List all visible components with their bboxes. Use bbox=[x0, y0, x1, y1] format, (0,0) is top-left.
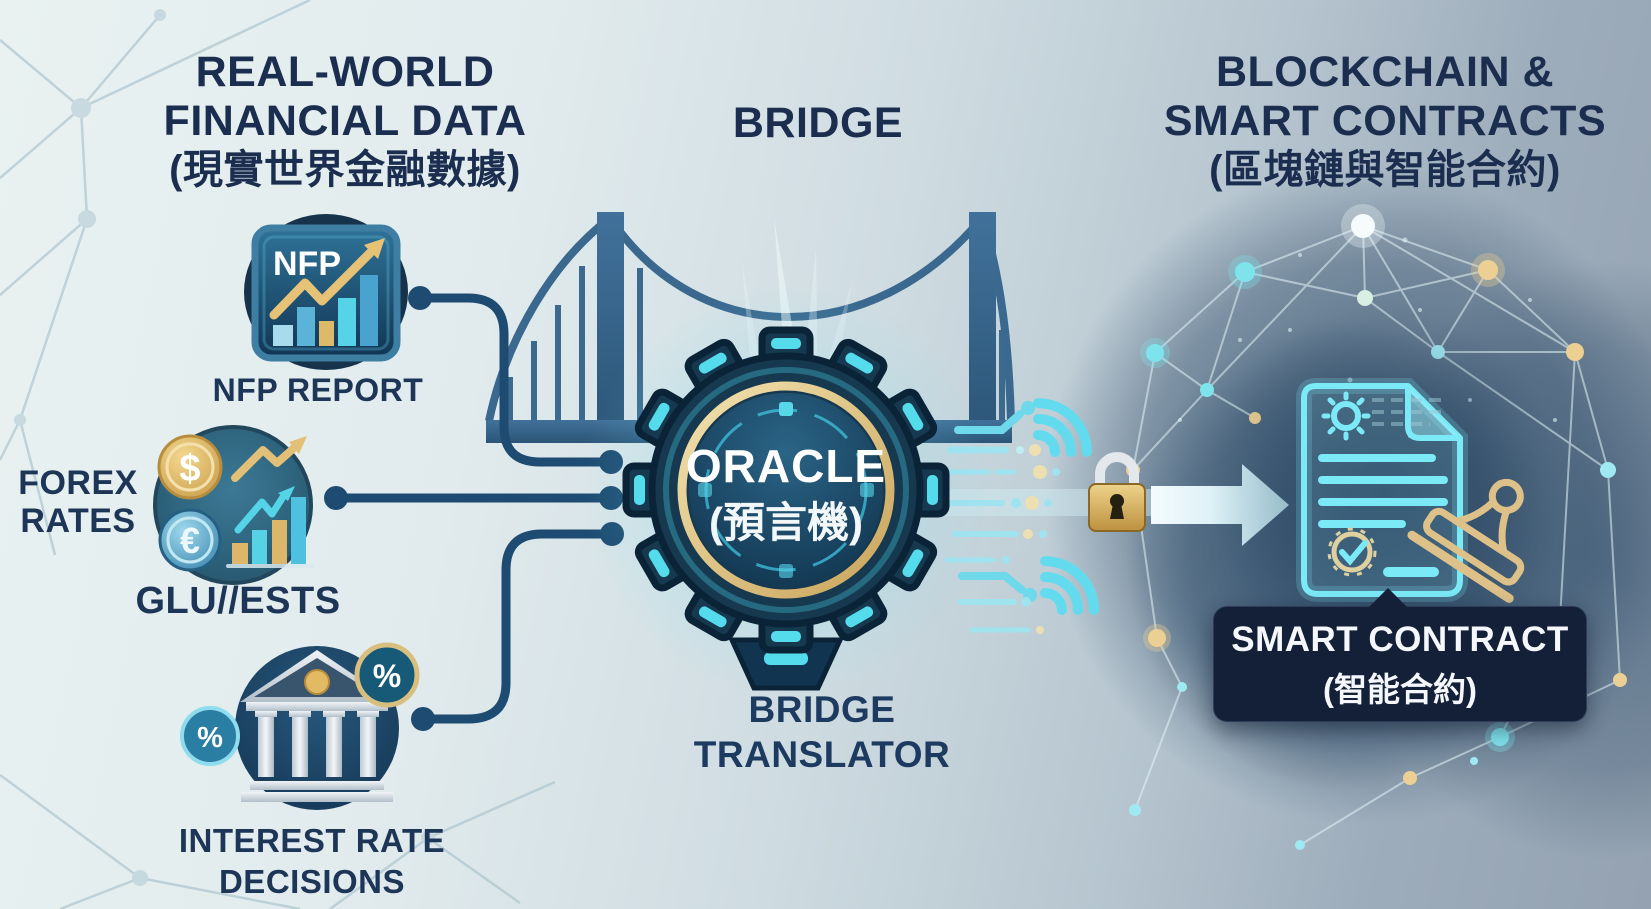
badge-title-zh: (智能合約) bbox=[1323, 671, 1477, 708]
forex-caption-label: GLU//ESTS bbox=[135, 580, 341, 622]
oracle-title: ORACLE bbox=[686, 440, 886, 492]
header-left: REAL-WORLD FINANCIAL DATA (現實世界金融數據) bbox=[164, 48, 527, 195]
percent-symbol: % bbox=[197, 722, 223, 754]
interest-rate-label: INTEREST RATE DECISIONS bbox=[179, 820, 445, 902]
interest-label-line2: DECISIONS bbox=[218, 863, 406, 900]
network-node bbox=[1126, 204, 1627, 850]
nfp-bars bbox=[273, 275, 378, 346]
forex-rates-label: FOREX RATES bbox=[18, 464, 138, 540]
smart-contract-badge: SMART CONTRACT (智能合約) bbox=[1213, 588, 1587, 722]
percent-symbol: % bbox=[373, 658, 401, 694]
nfp-report-icon: NFP bbox=[244, 214, 408, 370]
header-right-line2: SMART CONTRACTS bbox=[1163, 97, 1607, 145]
stamp-icon bbox=[1407, 478, 1525, 603]
contract-document-icon bbox=[1210, 305, 1560, 675]
signal-waves-icon bbox=[1033, 398, 1099, 615]
header-left-line1: REAL-WORLD bbox=[195, 48, 495, 96]
nfp-report-label: NFP REPORT bbox=[212, 372, 424, 408]
euro-symbol: € bbox=[180, 520, 200, 561]
forex-bars bbox=[232, 497, 306, 564]
padlock-icon bbox=[1088, 452, 1146, 532]
nfp-icon-label: NFP bbox=[273, 245, 341, 283]
bank-columns bbox=[255, 711, 379, 777]
header-center: BRIDGE bbox=[733, 99, 903, 148]
left-network-background bbox=[0, 0, 556, 909]
translator-caption-line1: BRIDGE bbox=[748, 689, 896, 730]
forex-rates-icon: $ € bbox=[153, 425, 314, 585]
forex-label-line2: RATES bbox=[20, 502, 136, 540]
seal-check-glyph bbox=[1327, 527, 1377, 577]
percent-badge-top: % bbox=[354, 642, 420, 708]
dollar-symbol: $ bbox=[179, 448, 200, 490]
header-center-title: BRIDGE bbox=[732, 99, 904, 147]
badge-pointer bbox=[1366, 588, 1410, 610]
oracle-gear-icon: ORACLE (預言機) bbox=[581, 285, 991, 695]
oracle-subtitle: (預言機) bbox=[709, 499, 863, 546]
translator-caption-line2: TRANSLATOR bbox=[693, 734, 951, 775]
header-left-line3: (現實世界金融數據) bbox=[169, 148, 521, 192]
header-right-line1: BLOCKCHAIN & bbox=[1215, 48, 1555, 96]
percent-badge-bottom: % bbox=[180, 706, 240, 766]
forex-label-line1: FOREX bbox=[18, 464, 138, 502]
header-left-line2: FINANCIAL DATA bbox=[163, 97, 527, 145]
interest-rate-icon: % % bbox=[180, 642, 420, 810]
bridge-translator-caption: BRIDGE TRANSLATOR bbox=[694, 687, 950, 777]
connector-lines bbox=[324, 286, 624, 731]
header-right: BLOCKCHAIN & SMART CONTRACTS (區塊鏈與智能合約) bbox=[1164, 48, 1606, 195]
badge-title: SMART CONTRACT bbox=[1231, 620, 1569, 659]
header-right-line3: (區塊鏈與智能合約) bbox=[1209, 148, 1561, 192]
interest-label-line1: INTEREST RATE bbox=[178, 822, 446, 859]
document-gear-glyph bbox=[1321, 391, 1371, 441]
